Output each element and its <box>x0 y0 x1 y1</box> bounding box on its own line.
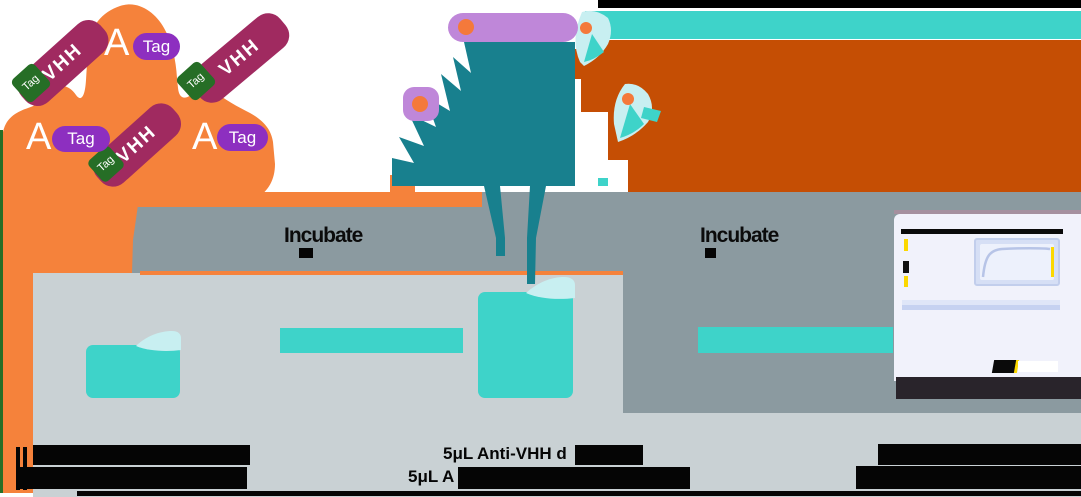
caption-left-line-2-redacted <box>16 467 247 489</box>
dispense-leg-left <box>484 186 505 256</box>
fab-fragment-1 <box>448 13 578 42</box>
reader-display-cursor <box>1051 247 1054 277</box>
vhh-tag-label-2: Tag <box>185 70 207 92</box>
caption-center-line-2-text: 5μL A <box>408 467 455 486</box>
incubate-label-1: Incubate <box>284 224 363 247</box>
antigen-tag-pill-3: Tag <box>217 124 268 151</box>
caption-left-line-1-redacted <box>33 445 250 465</box>
reader-lid-bar <box>901 229 1063 234</box>
reagent-well-large <box>478 292 573 398</box>
vhh-tag-label-1: Tag <box>20 72 42 94</box>
top-black-bar <box>598 0 1081 8</box>
plate-reader <box>894 210 1081 413</box>
orange-accent-line <box>140 271 623 275</box>
antigen-tag-label-3: Tag <box>228 127 257 147</box>
dispense-leg-right <box>527 186 546 284</box>
caption-center-line-2-redacted <box>458 467 690 489</box>
reader-display-screen <box>980 244 1054 280</box>
fab-1-antigen-dot <box>458 19 474 35</box>
well-large-liquid-wave <box>526 277 575 299</box>
reader-indicator-yellow-1 <box>904 239 908 251</box>
reader-base <box>896 377 1081 399</box>
well-small-liquid-wave <box>136 331 181 351</box>
vhh-tag-label-3: Tag <box>95 153 117 175</box>
antigen-a-1: A <box>104 22 130 64</box>
antigen-tag-pill-2: Tag <box>52 126 110 152</box>
reader-display <box>974 238 1060 286</box>
reader-slot-lower <box>902 305 1060 310</box>
conjugate-structure <box>392 42 575 186</box>
reader-curve-plot <box>981 247 1051 278</box>
substrate-droplet-1-core <box>584 34 604 62</box>
incubate-2-redacted-fragment <box>705 248 716 258</box>
green-edge-strip <box>0 130 3 493</box>
caption-center-line-1-redacted <box>575 445 643 465</box>
reader-tray-white <box>1018 361 1058 372</box>
droplet-1-antigen-dot <box>580 22 592 34</box>
caption-center-line-1-text: 5μL Anti-VHH d <box>443 444 567 463</box>
teal-strip <box>585 11 1081 39</box>
antigen-tag-label-2: Tag <box>67 129 95 148</box>
droplet-2-tail <box>641 107 661 122</box>
caption-right-line-1-redacted <box>878 444 1081 465</box>
reader-indicator-yellow-2 <box>904 276 908 287</box>
antigen-tag-label-1: Tag <box>142 36 171 56</box>
antigen-a-3: A <box>192 116 218 158</box>
droplet-tail-fragment <box>598 178 608 186</box>
antigen-a-2: A <box>26 116 52 158</box>
reader-slot-upper <box>902 300 1060 305</box>
incubate-bar-2 <box>698 327 893 353</box>
reader-indicator-black <box>903 261 909 273</box>
fab-2-antigen-dot <box>412 96 428 112</box>
flow-arrow-block <box>556 40 1081 192</box>
bottom-caption-rule <box>77 491 1081 496</box>
substrate-droplet-2-core <box>620 104 644 138</box>
incubate-label-2: Incubate <box>700 224 779 247</box>
incubate-bar-1 <box>280 328 463 353</box>
incubate-1-redacted-fragment <box>299 248 313 258</box>
antigen-tag-pill-1: Tag <box>133 33 180 60</box>
antigen-orange-horizontal-band <box>135 192 482 207</box>
droplet-2-antigen-dot <box>622 93 634 105</box>
reagent-well-small <box>86 345 180 398</box>
caption-right-line-2-redacted <box>856 466 1081 489</box>
reader-top-trim <box>894 210 1081 214</box>
